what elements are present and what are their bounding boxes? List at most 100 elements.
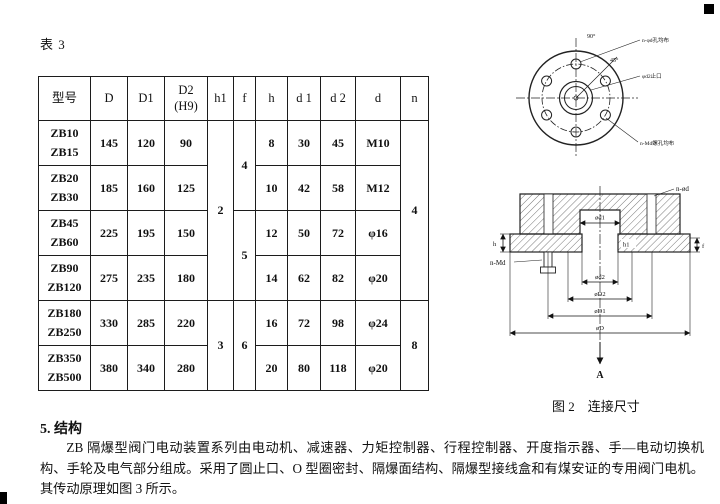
table-row: ZB180 ZB250 330 285 220 3 6 16 72 98 φ24… [38, 300, 429, 391]
table-cell: 90 [164, 120, 208, 166]
model-name: ZB60 [50, 235, 79, 249]
angle-label-45: 45° [610, 57, 619, 64]
table-row: ZB45 ZB60 225 195 150 5 12 50 72 φ16 [38, 210, 429, 301]
table-cell: 225 [90, 210, 128, 256]
figure-caption: 图 2 连接尺寸 [552, 399, 640, 414]
table-cell: 118 [320, 345, 356, 391]
annotation-spigot: φd2止口 [642, 72, 662, 80]
page-corner-mark-top-right [704, 4, 714, 14]
header-d: d [355, 76, 401, 121]
model-name: ZB10 [50, 126, 79, 140]
header-h1: h1 [207, 76, 234, 121]
table-cell: 62 [287, 255, 321, 301]
section-heading: 5. 结构 [40, 422, 82, 437]
header-D: D [90, 76, 128, 121]
dimension-table: 型号 D D1 D2 (H9) h1 f h d 1 d 2 d n ZB10 … [38, 76, 429, 391]
model-name: ZB20 [50, 171, 79, 185]
dim-label-d1: ød1 [595, 215, 605, 222]
flange-plate-left [509, 233, 583, 253]
model-cell: ZB20 ZB30 [38, 165, 91, 211]
table-cell: 160 [127, 165, 165, 211]
through-hole [646, 193, 657, 235]
table-cell: 380 [90, 345, 128, 391]
view-label-A: A [596, 370, 604, 381]
table-cell: 275 [90, 255, 128, 301]
table-cell-f-merged: 6 [233, 300, 256, 391]
body-paragraph: ZB 隔爆型阀门电动装置系列由电动机、减速器、力矩控制器、行程控制器、开度指示器… [40, 440, 704, 496]
table-row: ZB10 ZB15 145 120 90 2 4 8 30 45 M10 4 [38, 120, 429, 301]
table-cell: 12 [255, 210, 288, 256]
bolt-hole [599, 109, 611, 121]
header-D2: D2 (H9) [164, 76, 208, 121]
table-cell: 98 [320, 300, 356, 346]
dim-label-D1: øD1 [594, 308, 605, 315]
table-cell: 58 [320, 165, 356, 211]
table-cell: 10 [255, 165, 288, 211]
table-cell: φ24 [355, 300, 401, 346]
dim-label-f: f [702, 243, 705, 250]
table-row: ZB350 ZB500 380 340 280 20 80 118 φ20 [38, 345, 429, 391]
table-cell: 45 [320, 120, 356, 166]
bolt-hole [541, 109, 553, 121]
dim-label-n-od: n-ød [676, 185, 689, 193]
table-cell-f-merged: 5 [233, 210, 256, 301]
table-cell: M12 [355, 165, 401, 211]
table-cell: 14 [255, 255, 288, 301]
table-cell-h1-merged: 2 [207, 120, 234, 301]
dim-label-D: øD [596, 325, 604, 332]
table-cell-n-merged: 4 [400, 120, 429, 301]
table-cell: φ16 [355, 210, 401, 256]
header-n: n [400, 76, 429, 121]
table-cell: 72 [287, 300, 321, 346]
dim-label-h1: h1 [623, 242, 630, 249]
header-d2: d 2 [320, 76, 356, 121]
angle-line-45 [575, 56, 618, 99]
dim-label-D2: øD2 [594, 291, 605, 298]
table-cell: 20 [255, 345, 288, 391]
header-d1: d 1 [287, 76, 321, 121]
table-cell-h1-merged: 3 [207, 300, 234, 391]
model-name: ZB350 [47, 351, 82, 365]
header-D2-main: D2 [178, 82, 194, 97]
through-hole [543, 193, 554, 235]
table-cell: 195 [127, 210, 165, 256]
table-cell: 30 [287, 120, 321, 166]
table-cell: 220 [164, 300, 208, 346]
leader-line [653, 188, 675, 197]
table-title: 表 3 [40, 37, 66, 52]
model-cell: ZB180 ZB250 [38, 300, 91, 346]
model-cell: ZB90 ZB120 [38, 255, 91, 301]
table-row: ZB90 ZB120 275 235 180 14 62 82 φ20 [38, 255, 429, 301]
angle-label-90: 90° [587, 33, 596, 40]
model-cell: ZB45 ZB60 [38, 210, 91, 256]
leader-line [590, 75, 641, 91]
header-model: 型号 [38, 76, 91, 121]
table-cell: 285 [127, 300, 165, 346]
flange-section-drawing: ød1 n-ød n-Md h h1 f ød2 øD2 øD1 øD A [490, 185, 705, 381]
table-cell: 50 [287, 210, 321, 256]
model-name: ZB15 [50, 145, 79, 159]
bolt-hole [541, 75, 553, 87]
table-cell: 180 [164, 255, 208, 301]
label-bg [621, 239, 636, 248]
table-cell: 235 [127, 255, 165, 301]
model-name: ZB45 [50, 216, 79, 230]
annotation-bolt-holes: n-φd孔均布 [642, 36, 670, 44]
model-cell: ZB350 ZB500 [38, 345, 91, 391]
table-cell: 72 [320, 210, 356, 256]
table-cell: 82 [320, 255, 356, 301]
model-name: ZB500 [47, 370, 82, 384]
table-cell: 120 [127, 120, 165, 166]
table-cell: 340 [127, 345, 165, 391]
table-cell: φ20 [355, 345, 401, 391]
table-cell: 8 [255, 120, 288, 166]
model-cell: ZB10 ZB15 [38, 120, 91, 166]
table-cell: 150 [164, 210, 208, 256]
leader-line [513, 259, 543, 263]
leader-line [605, 117, 639, 143]
table-cell: 80 [287, 345, 321, 391]
table-cell: 16 [255, 300, 288, 346]
table-cell: 185 [90, 165, 128, 211]
header-f: f [233, 76, 256, 121]
